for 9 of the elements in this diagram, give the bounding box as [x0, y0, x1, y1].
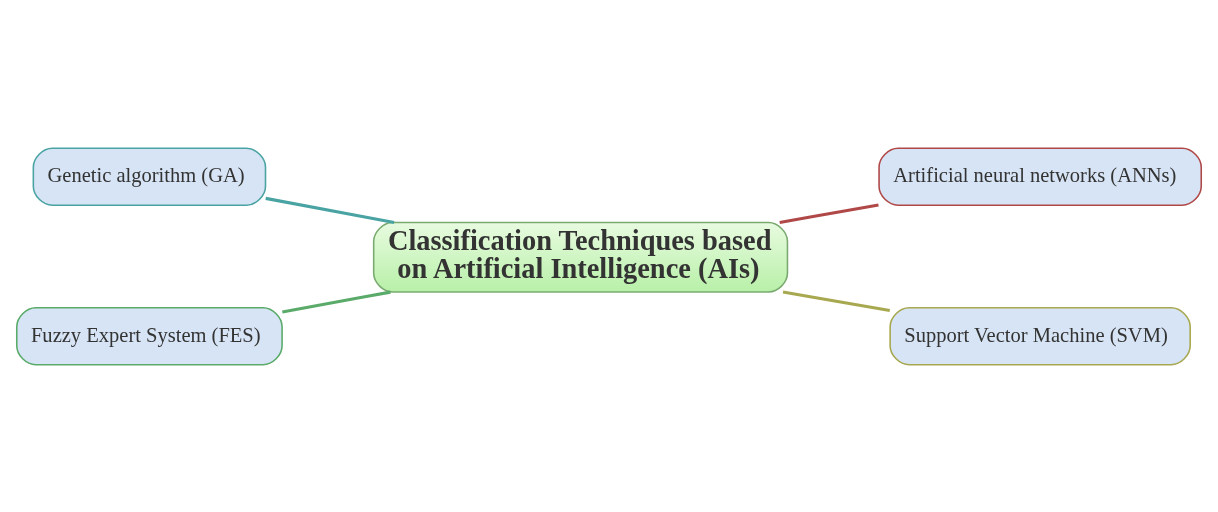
node-box: Genetic algorithm (GA) — [32, 147, 267, 206]
connector — [265, 196, 395, 224]
node-box: Support Vector Machine (SVM) — [889, 306, 1191, 365]
node-box: Artificial neural networks (ANNs) — [878, 147, 1203, 206]
node-box: Fuzzy Expert System (FES) — [15, 306, 283, 365]
connector — [782, 289, 891, 312]
node-box: Classification Techniques based on Artificial Intelligence (AIs) — [372, 221, 789, 293]
connector — [779, 202, 879, 224]
connector — [282, 290, 391, 314]
